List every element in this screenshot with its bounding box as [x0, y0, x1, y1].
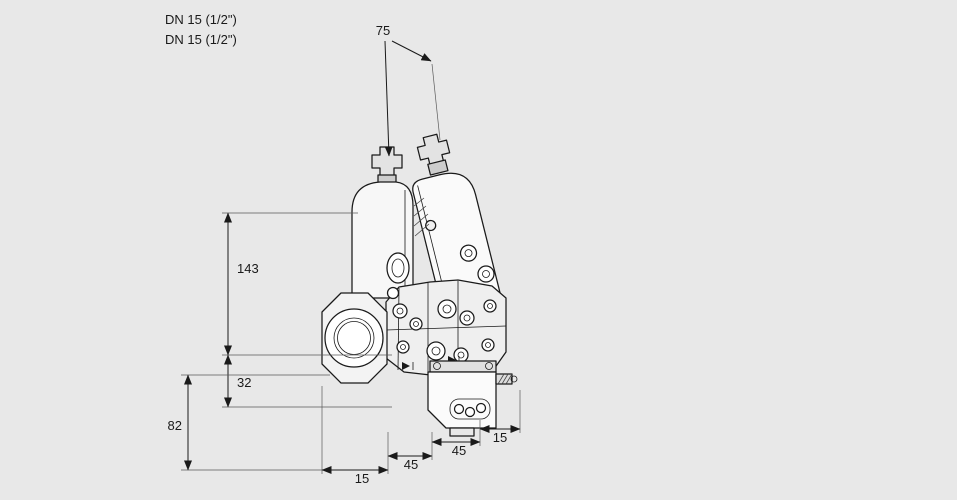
right-coil-neck: [427, 159, 449, 176]
left-valve-actuator: [351, 146, 430, 299]
dim-75-label: 75: [376, 23, 390, 38]
dim-15-left-label: 15: [355, 471, 369, 486]
dimension-143: 143: [222, 212, 392, 356]
dimension-45-left: 45: [387, 432, 433, 472]
block-port-pocket: [449, 398, 491, 420]
dn-label-2: DN 15 (1/2"): [165, 32, 237, 47]
dimension-annotations: DN 15 (1/2") DN 15 (1/2") 75 143 32: [165, 12, 521, 486]
dim-143-label: 143: [237, 261, 259, 276]
hatch-detail: [413, 197, 430, 237]
dim-15-right-label: 15: [493, 430, 507, 445]
valve-assembly: [321, 133, 518, 437]
test-point-fitting: [495, 373, 513, 385]
inlet-flange: [321, 292, 388, 384]
bolt-circles: [386, 265, 497, 363]
dimension-15-right: 15: [479, 390, 521, 445]
dimension-45-right: 45: [431, 420, 481, 458]
left-coil-eyelet: [386, 252, 410, 284]
dimension-82: 82: [168, 374, 330, 471]
dim-45-left-label: 45: [404, 457, 418, 472]
dim-82-label: 82: [168, 418, 182, 433]
dn-label-1: DN 15 (1/2"): [165, 12, 237, 27]
fitting-hatch: [497, 373, 513, 385]
block-flange: [429, 360, 497, 373]
right-coil-screw: [459, 244, 478, 262]
block-foot: [449, 427, 475, 437]
pressure-regulator-block: [427, 360, 518, 437]
valve-body-block: [385, 279, 507, 378]
left-coil-connector-icon: [371, 146, 403, 177]
dim-32-label: 32: [237, 375, 251, 390]
dim-45-right-label: 45: [452, 443, 466, 458]
inlet-port: [324, 308, 384, 368]
dimension-15-left: 15: [321, 386, 389, 486]
dimension-32: 32: [222, 354, 392, 408]
dimension-75: 75: [376, 23, 441, 157]
valve-body: [385, 265, 507, 378]
